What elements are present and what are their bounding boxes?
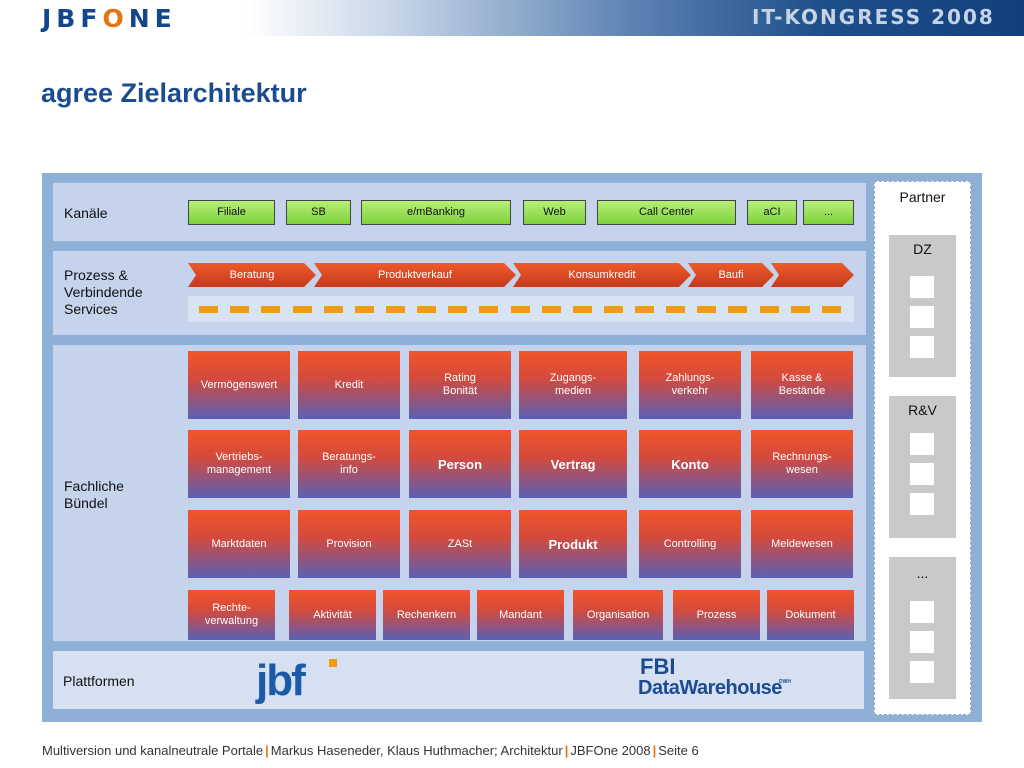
channel-box: SB [286, 200, 351, 225]
bundle-block-small: Organisation [573, 590, 663, 640]
bundle-block: Beratungs- info [298, 430, 400, 498]
bundle-block-core: Konto [639, 430, 741, 498]
fbi-logo-dwh: DWH [779, 679, 791, 685]
bundle-block-small: Rechenkern [383, 590, 470, 640]
partner-slot [910, 631, 934, 653]
bundle-block: Vertriebs- management [188, 430, 290, 498]
partner-slot [910, 601, 934, 623]
bundle-block-small: Prozess [673, 590, 760, 640]
partner-group-label: ... [916, 565, 929, 581]
fbi-logo-title: FBI [640, 654, 676, 679]
bundle-block: ZASt [409, 510, 511, 578]
process-arrow: Beratung [188, 263, 316, 287]
process-arrow: Baufi [688, 263, 774, 287]
service-block [479, 306, 498, 313]
partner-group-label: R&V [908, 402, 937, 418]
service-block [324, 306, 343, 313]
process-arrow [771, 263, 854, 287]
bundle-block-small: Dokument [767, 590, 854, 640]
partner-slot [910, 306, 934, 328]
process-arrow: Konsumkredit [513, 263, 691, 287]
partner-slot [910, 463, 934, 485]
header-bar [0, 0, 1024, 36]
service-block [261, 306, 280, 313]
bundle-block: Rechnungs- wesen [751, 430, 853, 498]
bundle-block: Provision [298, 510, 400, 578]
bundle-block-core: Vertrag [519, 430, 627, 498]
service-block [604, 306, 623, 313]
band-label-prozess: Prozess & Verbindende Services [64, 267, 143, 317]
service-block [448, 306, 467, 313]
bundle-block-small: Rechte- verwaltung [188, 590, 275, 640]
jbfone-logo: JBFONE [42, 4, 177, 33]
process-arrow: Produktverkauf [314, 263, 516, 287]
service-block [760, 306, 779, 313]
partner-slot [910, 433, 934, 455]
band-label-plattform: Plattformen [63, 673, 135, 689]
partner-group-label: DZ [913, 241, 932, 257]
service-block [822, 306, 841, 313]
partner-slot [910, 276, 934, 298]
bundle-block: Controlling [639, 510, 741, 578]
service-block [791, 306, 810, 313]
congress-title: IT-KONGRESS 2008 [752, 5, 995, 29]
service-block [230, 306, 249, 313]
partner-slot [910, 336, 934, 358]
bundle-block: Kasse & Bestände [751, 351, 853, 419]
band-plattformen [53, 651, 864, 709]
fbi-logo-subtitle: DataWarehouse [638, 677, 782, 699]
bundle-block: Meldewesen [751, 510, 853, 578]
partner-slot [910, 493, 934, 515]
service-block [417, 306, 436, 313]
page-title: agree Zielarchitektur [41, 78, 307, 108]
jbf-logo-dot [329, 659, 337, 667]
service-block [666, 306, 685, 313]
bundle-block-small: Aktivität [289, 590, 376, 640]
partner-slot [910, 661, 934, 683]
service-block [199, 306, 218, 313]
bundle-block: Rating Bonität [409, 351, 511, 419]
bundle-block-core: Person [409, 430, 511, 498]
bundle-block-core: Produkt [519, 510, 627, 578]
bundle-block: Zugangs- medien [519, 351, 627, 419]
service-block [511, 306, 530, 313]
bundle-block: Vermögenswert [188, 351, 290, 419]
bundle-block: Kredit [298, 351, 400, 419]
service-block [573, 306, 592, 313]
service-block [697, 306, 716, 313]
service-block [386, 306, 405, 313]
channel-box: Filiale [188, 200, 275, 225]
channel-box: aCI [747, 200, 797, 225]
footer: Multiversion und kanalneutrale Portale|M… [42, 743, 699, 758]
service-block [542, 306, 561, 313]
bundle-block-small: Mandant [477, 590, 564, 640]
service-block [728, 306, 747, 313]
channel-box: Web [523, 200, 586, 225]
band-label-kanaele: Kanäle [64, 205, 108, 221]
channel-box: e/mBanking [361, 200, 511, 225]
band-label-fachlich: Fachliche Bündel [64, 478, 124, 511]
jbf-logo: jbf [256, 656, 306, 705]
bundle-block: Marktdaten [188, 510, 290, 578]
service-block [635, 306, 654, 313]
bundle-block: Zahlungs- verkehr [639, 351, 741, 419]
service-block [355, 306, 374, 313]
service-block [293, 306, 312, 313]
partner-label: Partner [899, 189, 946, 205]
channel-box: Call Center [597, 200, 736, 225]
channel-box: ... [803, 200, 854, 225]
